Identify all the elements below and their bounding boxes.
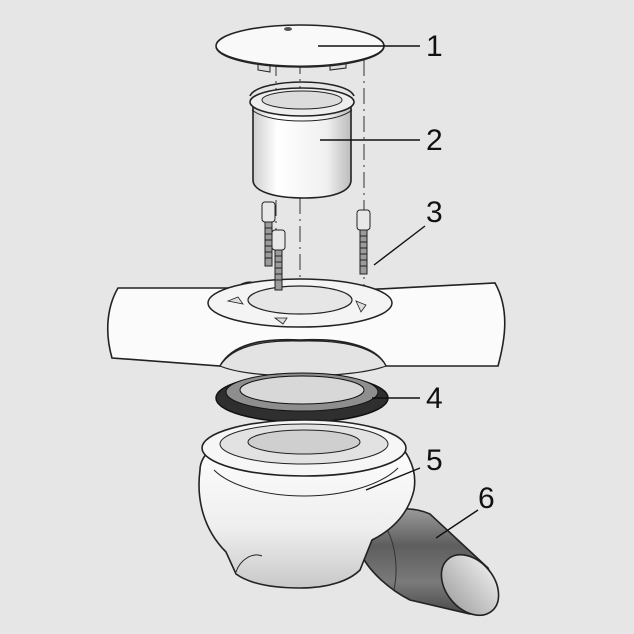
screw-right <box>356 209 371 275</box>
callout-4: 4 <box>426 382 443 415</box>
shower-tray-panel <box>106 278 506 377</box>
callout-1: 1 <box>426 30 443 63</box>
screw-left-front <box>271 229 286 291</box>
cover-plate <box>215 24 385 73</box>
callout-6: 6 <box>478 482 495 515</box>
callout-5: 5 <box>426 444 443 477</box>
callout-3: 3 <box>426 196 443 229</box>
leader-lines <box>318 45 479 539</box>
odour-trap-insert <box>249 81 355 199</box>
callout-numbers: 1 2 3 4 5 6 <box>426 30 495 515</box>
drain-body <box>198 419 416 589</box>
callout-2: 2 <box>426 124 443 157</box>
sealing-ring <box>215 372 389 423</box>
screws <box>261 201 371 291</box>
